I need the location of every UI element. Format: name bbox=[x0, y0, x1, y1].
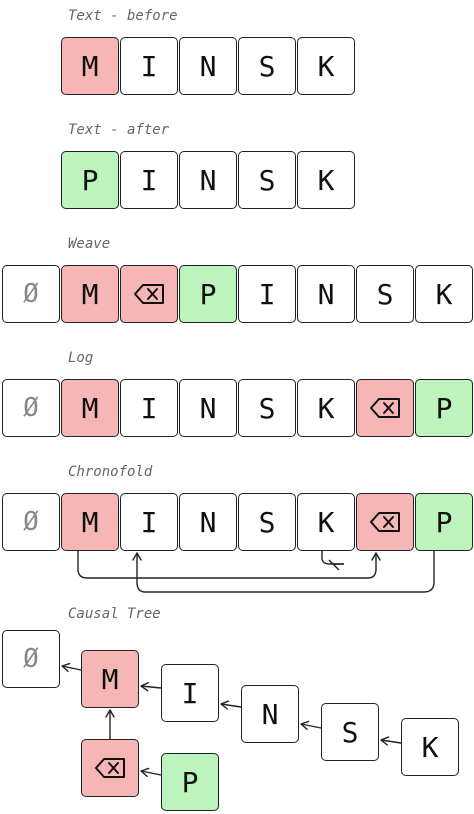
tree-cell-k: K bbox=[401, 718, 459, 776]
after-cell-p: P bbox=[61, 151, 119, 209]
label-text-after: Text - after bbox=[68, 122, 170, 138]
weave-cell-i: I bbox=[238, 265, 296, 323]
tree-cell-i: I bbox=[161, 664, 219, 722]
tree-arrow-i-to-m bbox=[140, 682, 162, 692]
tree-arrow-k-to-s bbox=[380, 736, 402, 746]
backspace-icon bbox=[95, 758, 125, 778]
chronofold-cell-backspace bbox=[356, 493, 414, 551]
weave-cell-p: P bbox=[179, 265, 237, 323]
chronofold-link-k-to-backspace bbox=[321, 551, 344, 565]
after-cell-n: N bbox=[179, 151, 237, 209]
weave-cell-backspace bbox=[120, 265, 178, 323]
label-log: Log bbox=[68, 350, 94, 366]
log-cell-null: Ø bbox=[2, 379, 60, 437]
label-text-before: Text - before bbox=[68, 8, 178, 24]
chronofold-cell-null: Ø bbox=[2, 493, 60, 551]
chronofold-cut-mark bbox=[328, 559, 343, 571]
backspace-icon bbox=[370, 398, 400, 418]
log-cell-i: I bbox=[120, 379, 178, 437]
after-cell-s: S bbox=[238, 151, 296, 209]
log-cell-k: K bbox=[297, 379, 355, 437]
weave-cell-n: N bbox=[297, 265, 355, 323]
chronofold-cell-i: I bbox=[120, 493, 178, 551]
backspace-icon bbox=[370, 512, 400, 532]
tree-arrow-m-to-null bbox=[61, 662, 82, 673]
tree-arrow-p-to-backspace bbox=[140, 767, 162, 777]
weave-cell-m: M bbox=[61, 265, 119, 323]
chronofold-cell-k: K bbox=[297, 493, 355, 551]
weave-cell-null: Ø bbox=[2, 265, 60, 323]
tree-arrow-n-to-i bbox=[220, 700, 242, 710]
weave-cell-s: S bbox=[356, 265, 414, 323]
tree-cell-n: N bbox=[241, 685, 299, 743]
label-weave: Weave bbox=[68, 236, 111, 252]
chronofold-cell-m: M bbox=[61, 493, 119, 551]
weave-cell-k: K bbox=[415, 265, 473, 323]
label-causal-tree: Causal Tree bbox=[68, 606, 161, 622]
before-cell-n: N bbox=[179, 37, 237, 95]
chronofold-cell-s: S bbox=[238, 493, 296, 551]
after-cell-i: I bbox=[120, 151, 178, 209]
tree-cell-backspace bbox=[81, 739, 139, 797]
before-cell-k: K bbox=[297, 37, 355, 95]
chronofold-cell-p: P bbox=[415, 493, 473, 551]
log-cell-backspace bbox=[356, 379, 414, 437]
tree-cell-p: P bbox=[161, 753, 219, 811]
before-cell-m: M bbox=[61, 37, 119, 95]
tree-cell-null: Ø bbox=[2, 630, 60, 688]
log-cell-n: N bbox=[179, 379, 237, 437]
tree-arrow-s-to-n bbox=[300, 720, 322, 730]
log-cell-m: M bbox=[61, 379, 119, 437]
backspace-icon bbox=[134, 284, 164, 304]
tree-cell-m: M bbox=[81, 650, 139, 708]
tree-cell-s: S bbox=[321, 703, 379, 761]
after-cell-k: K bbox=[297, 151, 355, 209]
chronofold-cell-n: N bbox=[179, 493, 237, 551]
log-cell-p: P bbox=[415, 379, 473, 437]
log-cell-s: S bbox=[238, 379, 296, 437]
before-cell-s: S bbox=[238, 37, 296, 95]
before-cell-i: I bbox=[120, 37, 178, 95]
chronofold-link-p-to-i bbox=[132, 551, 435, 593]
label-chronofold: Chronofold bbox=[68, 464, 153, 480]
chronofold-link-m-to-backspace bbox=[77, 551, 381, 579]
